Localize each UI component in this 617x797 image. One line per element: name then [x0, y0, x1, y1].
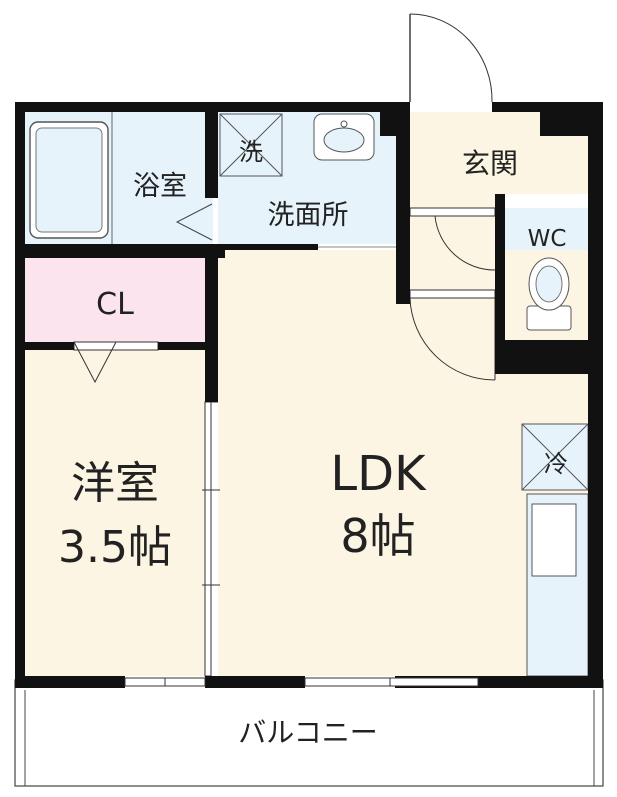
- closet-floor: [25, 258, 205, 342]
- label-balcony: バルコニー: [238, 716, 377, 749]
- front-door: [409, 13, 493, 103]
- window-ldk: [304, 677, 479, 687]
- hall-floor: [410, 194, 495, 374]
- label-wc: WC: [528, 226, 567, 252]
- label-ldk-name: LDK: [330, 446, 427, 502]
- label-bath: 浴室: [133, 171, 187, 202]
- sliding-door-western-ldk: [202, 401, 220, 677]
- walls: [15, 102, 603, 688]
- label-western-room-size: 3.5帖: [58, 522, 172, 573]
- western-room-floor: [25, 350, 205, 676]
- washer-space: [219, 113, 283, 177]
- label-fridge: 冷: [544, 450, 568, 478]
- label-washer: 洗: [239, 138, 263, 166]
- label-washroom: 洗面所: [268, 200, 349, 231]
- fridge-space: [521, 423, 589, 491]
- window-western: [124, 677, 206, 687]
- label-entrance: 玄関: [462, 147, 518, 180]
- label-closet: CL: [96, 287, 134, 322]
- kitchen-counter: [526, 493, 589, 677]
- wash-basin-icon: [313, 113, 375, 161]
- label-western-room-name: 洋室: [71, 458, 159, 509]
- toilet-icon: [526, 257, 572, 331]
- bath-door-symbol: [175, 203, 213, 241]
- label-ldk-size: 8帖: [340, 509, 415, 563]
